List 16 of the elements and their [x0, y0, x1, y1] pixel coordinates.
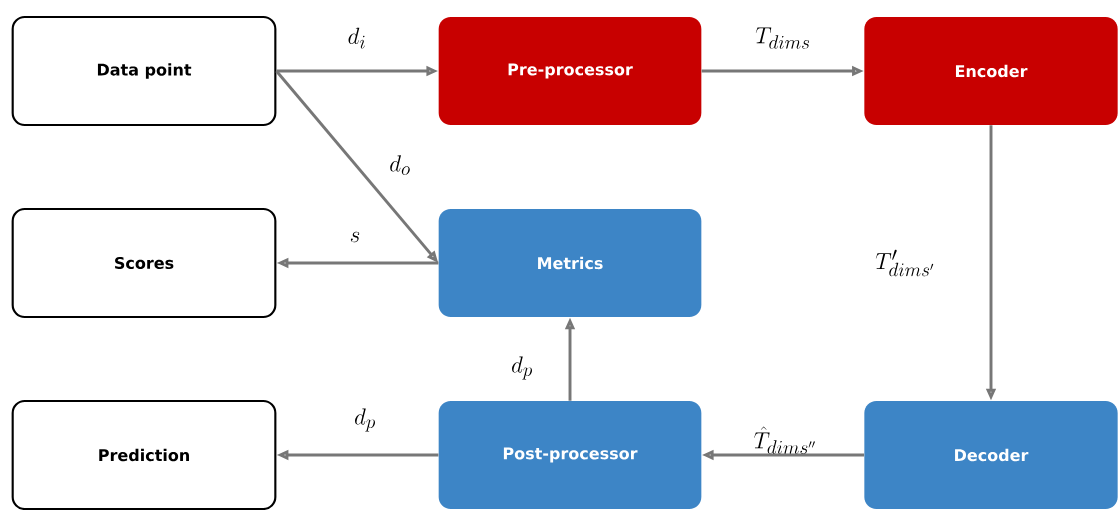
process-box: Pre-processor: [438, 17, 702, 125]
process-box: Decoder: [864, 401, 1118, 509]
process-box: Data point: [11, 15, 277, 127]
edge-label: $d_p$: [355, 408, 375, 432]
edge-label: $d_p$: [512, 356, 532, 380]
process-box: Encoder: [864, 17, 1118, 125]
edge-label: $d_o$: [390, 155, 410, 175]
edge-label: $T'_{dims'}$: [875, 249, 934, 277]
edge-label: $\hat{T}_{dims''}$: [754, 426, 815, 454]
edge-label: $d_i$: [348, 27, 365, 49]
process-box: Metrics: [438, 209, 702, 317]
process-box: Scores: [11, 207, 277, 319]
process-box: Post-processor: [438, 401, 702, 509]
edge-label: $T_{dims}$: [755, 27, 810, 49]
process-box: Prediction: [11, 399, 277, 510]
edge-label: $s$: [350, 231, 360, 243]
